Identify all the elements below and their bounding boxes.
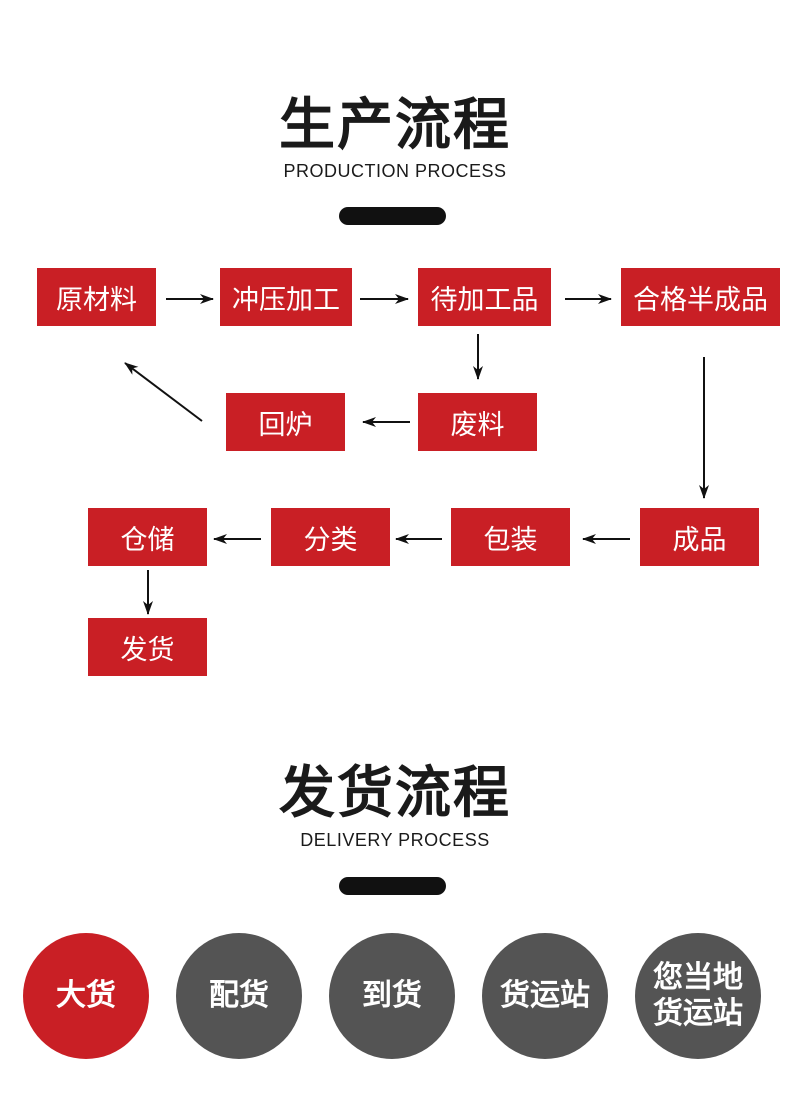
- step-semi-finished: 合格半成品: [621, 268, 780, 326]
- delivery-title: 发货流程: [279, 761, 511, 826]
- step-raw-material: 原材料: [37, 268, 156, 326]
- step-finished: 成品: [640, 508, 759, 566]
- delivery-step-label: 大货: [56, 978, 116, 1013]
- flow-arrows: [124, 294, 709, 615]
- production-title: 生产流程: [279, 93, 511, 158]
- step-storage: 仓储: [88, 508, 207, 566]
- delivery-step-local-freight-station: 您当地 货运站: [635, 933, 761, 1059]
- production-divider-pill: [339, 207, 446, 225]
- production-subtitle: PRODUCTION PROCESS: [283, 161, 507, 181]
- step-remelt: 回炉: [226, 393, 345, 451]
- delivery-divider-pill: [339, 877, 446, 895]
- delivery-step-freight-station: 货运站: [482, 933, 608, 1059]
- delivery-step-arrival: 到货: [329, 933, 455, 1059]
- step-packing: 包装: [451, 508, 570, 566]
- delivery-step-label: 到货: [362, 978, 422, 1013]
- arrow-remelt-to-raw: [124, 362, 203, 422]
- step-stamping: 冲压加工: [220, 268, 352, 326]
- delivery-step-allocate: 配货: [176, 933, 302, 1059]
- delivery-step-label: 配货: [209, 978, 269, 1013]
- delivery-step-label-line1: 您当地: [653, 960, 743, 995]
- step-to-process: 待加工品: [418, 268, 551, 326]
- step-sorting: 分类: [271, 508, 390, 566]
- delivery-step-label: 货运站: [500, 978, 590, 1013]
- delivery-step-label-line2: 货运站: [653, 996, 743, 1031]
- delivery-subtitle: DELIVERY PROCESS: [300, 830, 490, 850]
- step-shipping: 发货: [88, 618, 207, 676]
- step-scrap: 废料: [418, 393, 537, 451]
- delivery-step-bulk: 大货: [23, 933, 149, 1059]
